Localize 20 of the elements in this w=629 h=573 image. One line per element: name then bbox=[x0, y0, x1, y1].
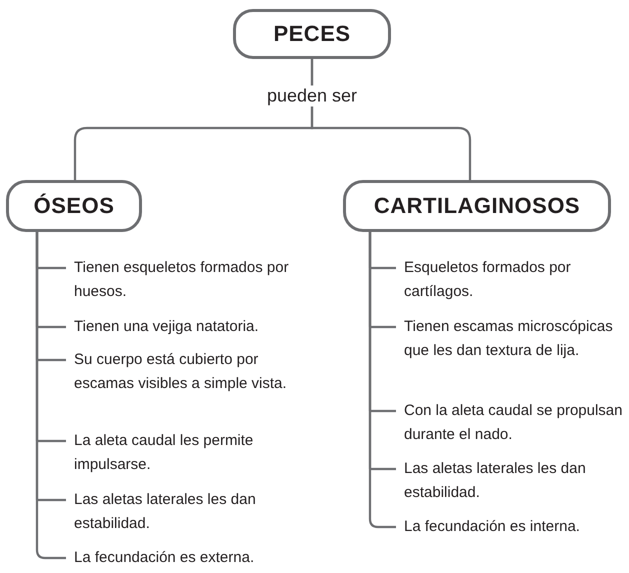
concept-label: PECES bbox=[273, 21, 351, 47]
concept-box bbox=[6, 180, 142, 232]
list-item-text: La fecundación es externa. bbox=[74, 546, 289, 570]
list-item-text: Tienen escamas microscópicas que les dan textura de lija. bbox=[404, 315, 626, 363]
concept-box bbox=[343, 180, 611, 232]
bracket-line bbox=[368, 232, 396, 528]
list-item-text: Las aletas laterales les dan estabilidad. bbox=[74, 488, 289, 536]
concept-box bbox=[233, 9, 391, 59]
list-item-text: Tienen esqueletos formados por huesos. bbox=[74, 256, 289, 304]
list-item-text: Las aletas laterales les dan estabilidad. bbox=[404, 457, 626, 505]
list-item-text: Tienen una vejiga natatoria. bbox=[74, 315, 289, 339]
bracket-line bbox=[36, 232, 66, 560]
list-item-text: Con la aleta caudal se propulsan durante el nado. bbox=[404, 399, 626, 447]
list-item-text: La aleta caudal les permite impulsarse. bbox=[74, 429, 289, 477]
list-item-text: La fecundación es interna. bbox=[404, 515, 626, 539]
connector-line bbox=[310, 59, 472, 180]
concept-label: CARTILAGINOSOS bbox=[374, 193, 580, 219]
list-item-text: Esqueletos formados por cartílagos. bbox=[404, 256, 626, 304]
concept-label: ÓSEOS bbox=[34, 193, 114, 219]
list-item-text: Su cuerpo está cubierto por escamas visibles a simple vista. bbox=[74, 348, 289, 396]
